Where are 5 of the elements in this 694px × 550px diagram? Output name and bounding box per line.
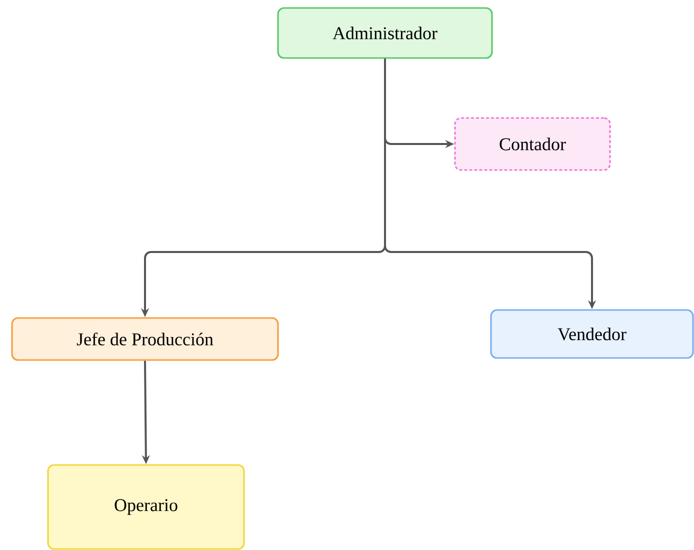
org-box: Contador xyxy=(454,117,611,171)
org-box: Vendedor xyxy=(490,309,694,359)
org-box: Administrador xyxy=(277,7,493,59)
org-box: Operario xyxy=(47,464,245,550)
org-box: Jefe de Producción xyxy=(11,317,279,361)
